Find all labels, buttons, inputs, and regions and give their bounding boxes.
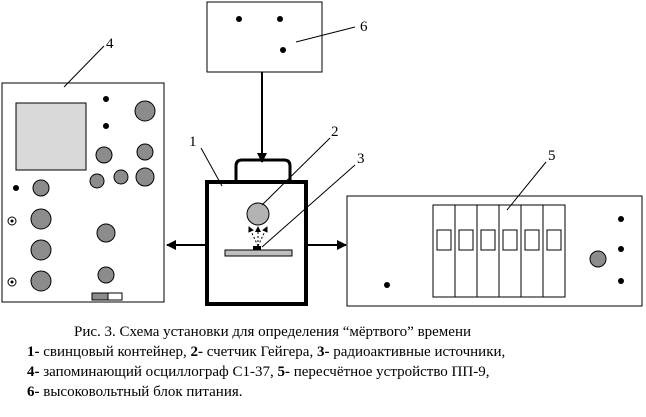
oscilloscope-switch: [107, 292, 123, 301]
counter-dot: [384, 282, 390, 288]
source-plate: [224, 249, 293, 257]
legend-text: запоминающий осциллограф С1-37,: [39, 364, 278, 380]
legend-num: 5-: [277, 364, 290, 380]
legend-text: счетчик Гейгера,: [203, 344, 317, 360]
counter-dot: [618, 216, 624, 222]
container-handle: [234, 158, 292, 182]
label-6: 6: [360, 19, 368, 35]
legend-text: свинцовый контейнер,: [39, 344, 191, 360]
oscilloscope-knob: [89, 173, 105, 189]
legend-num: 6-: [27, 384, 40, 400]
oscilloscope-switch: [91, 292, 109, 301]
caption-title: Рис. 3. Схема установки для определения …: [74, 324, 472, 340]
oscilloscope-dot: [103, 123, 109, 129]
counting-device-block: [346, 195, 643, 307]
counter-dot: [618, 278, 624, 284]
leader-lines: [63, 26, 547, 248]
oscilloscope-knob: [30, 208, 52, 230]
oscilloscope-knob: [135, 167, 155, 187]
oscilloscope-knob: [30, 270, 52, 292]
oscilloscope-knob: [97, 266, 115, 284]
label-3: 3: [357, 151, 365, 167]
caption-legend-line-3: 6- высоковольтный блок питания.: [27, 382, 243, 402]
oscilloscope-knob: [113, 169, 129, 185]
legend-text: высоковольтный блок питания.: [39, 384, 243, 400]
oscilloscope-knob: [134, 100, 156, 122]
supply-indicator-dot: [280, 47, 286, 53]
counter-modules: [432, 204, 566, 298]
legend-text: радиоактивные источники,: [329, 344, 506, 360]
radioactive-source: [253, 246, 261, 250]
oscilloscope-block: [1, 82, 165, 303]
legend-num: 4-: [27, 364, 40, 380]
oscilloscope-knob: [96, 223, 116, 243]
oscilloscope-knob: [32, 179, 50, 197]
label-5: 5: [548, 148, 556, 164]
legend-num: 3-: [316, 344, 330, 360]
caption-legend-line-1: 1- свинцовый контейнер, 2- счетчик Гейге…: [27, 342, 505, 362]
geiger-counter: [246, 202, 270, 226]
legend-num: 2-: [190, 344, 204, 360]
caption-legend-line-2: 4- запоминающий осциллограф С1-37, 5- пе…: [27, 362, 489, 382]
oscilloscope-dot: [103, 96, 109, 102]
oscilloscope-knob: [30, 239, 52, 261]
counter-knob: [589, 250, 607, 268]
oscilloscope-knob: [136, 143, 154, 161]
label-2: 2: [331, 124, 339, 140]
high-voltage-supply-block: [206, 1, 323, 73]
oscilloscope-dot: [13, 185, 19, 191]
supply-indicator-dot: [277, 16, 283, 22]
label-4: 4: [106, 36, 114, 52]
oscilloscope-knob: [95, 146, 113, 164]
lead-container: [205, 158, 308, 306]
legend-text: пересчётное устройство ПП-9,: [289, 364, 490, 380]
legend-num: 1-: [27, 344, 40, 360]
oscilloscope-screen: [15, 102, 87, 171]
supply-indicator-dot: [236, 16, 242, 22]
label-1: 1: [189, 134, 197, 150]
counter-dot: [618, 246, 624, 252]
